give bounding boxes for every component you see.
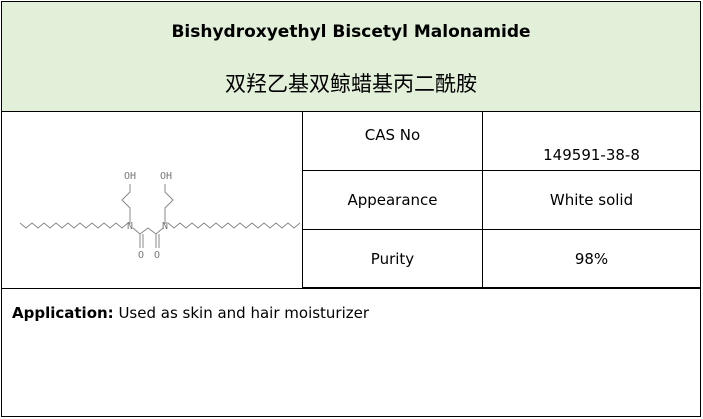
malonamide-core [132,227,164,235]
application-label: Application: [12,304,114,322]
atom-label-oh-left: OH [124,171,136,182]
atom-label-n-left: N [127,221,133,232]
application-line: Application: Used as skin and hair moist… [12,304,369,322]
cas-label: CAS No [303,112,483,170]
right-hydroxyethyl-bond [164,184,174,224]
appearance-label: Appearance [303,171,483,229]
application-text: Used as skin and hair moisturizer [113,304,370,322]
purity-label: Purity [303,230,483,287]
property-row-cas: CAS No 149591-38-8 [303,112,700,171]
chemical-structure-image: OH OH N N O O [19,171,301,261]
atom-label-o-right: O [154,250,160,261]
property-row-purity: Purity 98% [303,230,700,288]
atom-label-oh-right: OH [160,171,172,182]
purity-value: 98% [574,249,609,268]
title-header: Bishydroxyethyl Biscetyl Malonamide 双羟乙基… [2,2,700,112]
chemical-structure-cell: OH OH N N O O [2,112,303,288]
atom-label-o-left: O [138,250,144,261]
product-name-english: Bishydroxyethyl Biscetyl Malonamide [171,22,531,42]
appearance-value: White solid [549,191,634,209]
property-row-appearance: Appearance White solid [303,171,700,230]
application-section: Application: Used as skin and hair moist… [2,288,700,416]
right-alkyl-chain [167,222,301,229]
left-alkyl-chain [19,222,129,229]
left-hydroxyethyl-bond [121,184,131,224]
cas-value: 149591-38-8 [543,146,640,164]
atom-label-n-right: N [162,221,168,232]
product-name-chinese: 双羟乙基双鲸蜡基丙二酰胺 [225,72,477,96]
